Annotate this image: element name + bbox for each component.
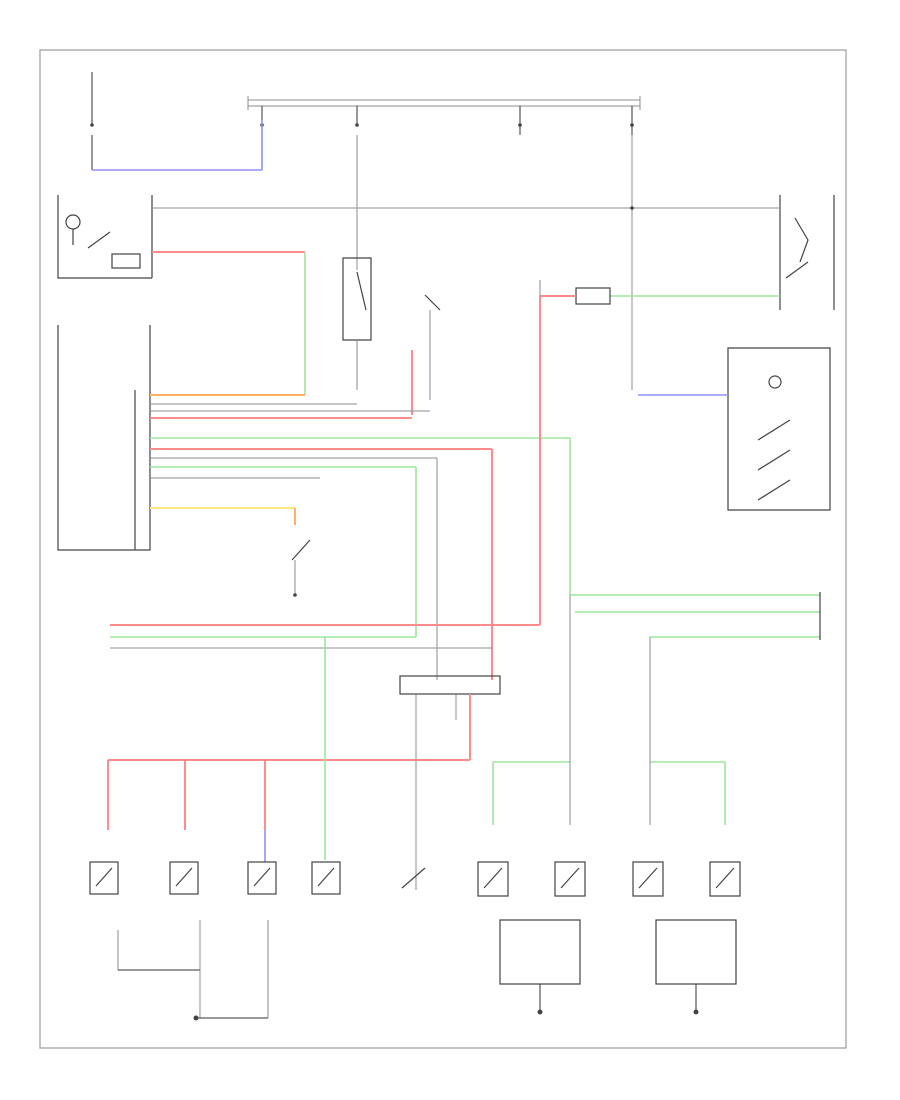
front-seatbelt-right [779,195,835,310]
switch-icon [554,861,586,897]
ground-icon [693,1009,699,1015]
switch-icon [709,861,741,897]
ground-icon [537,1009,543,1015]
courtesy-lamp-assembly [727,347,831,511]
center-connector [399,675,501,890]
ground-icon [193,1015,199,1021]
switch-icon [401,867,426,889]
seatbelt-relay [539,280,611,305]
front-seatbelt-left [57,195,153,279]
switch-icon [311,861,341,895]
left-door-switches [89,861,426,1021]
fuse-drops [90,72,634,390]
srs-control-unit [57,325,151,551]
door-switch [411,294,441,415]
ignition-switch [342,257,372,390]
seatbelt-warning-switch [291,539,311,597]
diagram-frame [39,49,847,1049]
switch-icon [632,861,664,897]
top-power-bus [247,96,641,110]
switch-icon [247,861,277,895]
switch-icon [89,861,119,895]
right-door-lock-switches [477,861,741,1015]
switch-icon [477,861,509,897]
switch-icon [169,861,199,895]
